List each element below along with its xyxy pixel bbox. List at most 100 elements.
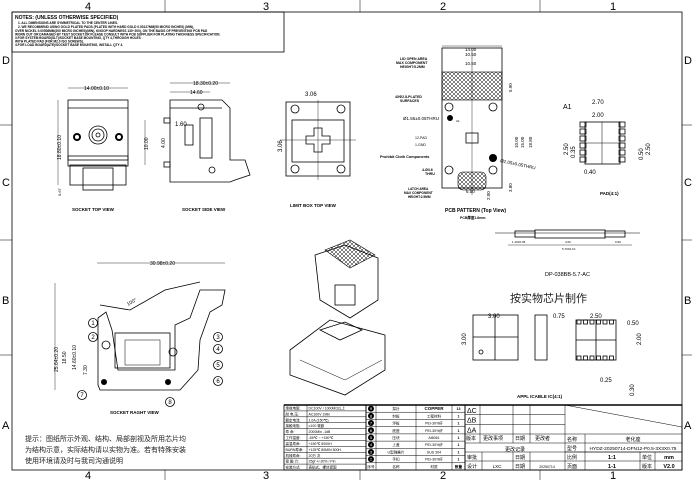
item-balloon [368,448,374,455]
note-line: 1. ALL DIMENSIONS ARE SYMMETRICAL TO THE… [18,21,118,25]
dim-label: 2.70 [592,100,604,106]
hint-line: 提示：图纸所示外观、结构、局部剖视及所用芯片均 [25,434,186,443]
view-label: SOCKET RAGHT VIEW [110,410,160,415]
revision-mark: ΔC [467,408,477,415]
chip-pad [609,319,614,325]
bom-cell: PEI-30%纤 [425,421,443,426]
spec-value: DC100V / 1000MΩ以上 [309,406,346,411]
spec-label: 耐 电 压: [286,411,299,416]
callout: 12-PAD [415,136,427,140]
row-label: C [2,177,10,189]
notes-title: NOTES: (UNLESS OTHERWISE SPECIFIED) [15,15,119,21]
pad [618,142,626,149]
dim-label: 10.00 [144,137,150,150]
item-number: 6 [370,428,373,433]
product-name: 老化座 [625,436,640,443]
view-label: DP-038BB-5.7-AC [545,272,590,278]
sheet-label: 页面 [567,464,577,470]
pad [579,156,587,163]
note-line: 2. WE RECOMMEND USING GOLD PLATED PADS (… [18,25,194,29]
row-label: D [684,55,692,67]
callout: HEIGHT:2.5MM [408,195,431,199]
bom-cell: 1 [458,429,460,433]
item-balloon [368,434,374,441]
bom-cell: 名称 [392,464,400,469]
date-label: 日期 [515,455,525,461]
bom-cell: 序号 [367,464,375,469]
col-label: 2 [440,1,446,13]
balloon-number: 6 [216,379,220,385]
chip-pad [602,355,608,361]
dim-label: 2.00 [637,333,643,345]
callout: 4-Ø3.6 [422,168,433,172]
socket-side-view: 18.30±0.20 14.60 1.60 10.00 4.00 SOCKET … [144,81,251,212]
view-label: PCB PATTERN (Top View) [445,208,506,214]
part-balloon [213,332,223,342]
dim-label: 0.67 [57,187,62,196]
dim-label: 2.50 [646,143,652,155]
item-balloon [368,412,374,419]
version-value: V2.0 [663,464,674,470]
spec-value: 表贴式、螺丝紧固 [309,465,337,470]
col-label: 4 [85,470,91,480]
part-balloon [213,376,223,386]
bom-cell: 底座 [392,428,400,433]
dim-label: 2.50 [590,314,602,320]
unit-label: 单位 [642,454,652,461]
dim-label: 3.00 [462,333,468,345]
socket-isometric [289,239,386,396]
pad [579,128,587,135]
bom-cell: U型弹簧片 [388,449,405,454]
callout: MAX COMPONENT [404,191,433,195]
bom-cell: 手扣 [392,457,400,462]
bom-cell: COPPER [424,406,444,411]
pad [579,121,587,128]
row-label: D [2,55,10,67]
hint-line: 使用环境请及时与我司沟通说明 [25,456,123,465]
bom-cell: 1 [458,414,460,418]
dim-label: 10.00 [514,136,519,148]
dim-label: 3.80 [508,183,513,192]
revision-header: 版本 [466,435,476,442]
sheet-value: 1-1 [608,464,616,470]
bom-cell: 封板 [392,413,400,418]
part-balloon [88,318,98,328]
hint-text: 提示：图纸所示外观、结构、局部剖视及所用芯片均 为结构示意，实际结构请以实物为准… [25,434,186,465]
revision-mark: ΔA [467,427,477,434]
dim-label: 18.30±0.20 [193,81,218,87]
view-label: SOCKET TOP VIEW [72,207,115,212]
dim-label: 15.00 [520,136,525,148]
balloon-number: 5 [216,363,220,369]
dim-label: 14.00 [465,47,477,52]
dim-label: 3.00 [488,314,500,320]
dim-label: 3.06 [278,140,284,152]
dim-label: 5.70±0.10 [562,247,576,251]
date-label: 日期 [515,464,525,470]
bom-cell: 浮板 [392,421,400,426]
dim-label: 14.60 [190,90,203,96]
dim-label: 4.00 [161,138,167,148]
spec-label: 安装方式: [286,465,301,470]
spec-label: BURN寿命: [286,447,304,452]
spec-value: AC100V 1Min [309,412,331,416]
bom-cell: 数量 [454,464,463,469]
balloon-number: 1 [91,321,95,327]
note-line: OVER NICKEL 0.00508MM(200 MICRO INCHES)(… [15,29,208,33]
spec-value: 20万 次 [309,453,321,458]
callout: MAX COMPONENT [396,61,428,65]
dim-label: 0.25 [600,378,612,384]
col-label: 3 [263,1,269,13]
spec-value: ≤100 毫欧 [309,423,325,428]
pad [579,142,587,149]
balloon-number: 7 [80,393,84,399]
chip-pad [596,319,601,325]
dim-label: 30.98±0.20 [150,261,175,267]
dim-label: 100° [126,297,138,307]
unit-value: mm [664,455,674,461]
item-balloon [368,441,374,448]
part-balloon [213,344,223,354]
row-label: C [684,177,692,189]
callout: 4XΦ2.8-PLATED [395,95,422,99]
chip-pad [583,355,588,361]
